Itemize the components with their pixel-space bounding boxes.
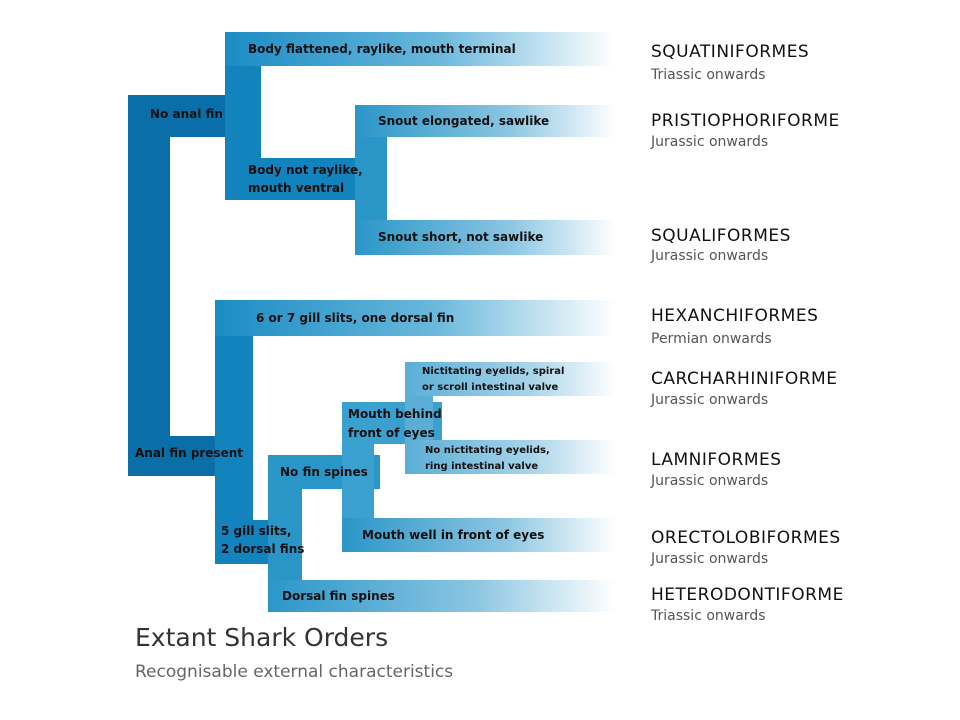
diagram-subtitle: Recognisable external characteristics [135, 662, 454, 682]
order-period-carcharhiniforme: Jurassic onwards [651, 392, 769, 408]
branch-no-nictitating [405, 440, 615, 474]
order-name-pristiophoriforme: PRISTIOPHORIFORME [651, 111, 840, 131]
label-body-flattened: Body flattened, raylike, mouth terminal [248, 42, 516, 56]
label-nictitating-line1: Nictitating eyelids, spiral [422, 366, 565, 377]
order-name-carcharhiniforme: CARCHARHINIFORME [651, 369, 838, 389]
branch-six-seven-gill [215, 300, 615, 336]
label-five-gill-line2: 2 dorsal fins [221, 542, 305, 556]
order-name-lamniformes: LAMNIFORMES [651, 450, 782, 470]
label-no-nictitating-line2: ring intestinal valve [425, 461, 539, 472]
label-mouth-well-in-front: Mouth well in front of eyes [362, 528, 545, 542]
label-snout-elongated: Snout elongated, sawlike [378, 114, 550, 128]
label-anal-fin-present: Anal fin present [135, 446, 244, 460]
label-nictitating-line2: or scroll intestinal valve [422, 382, 559, 393]
order-period-hexanchiformes: Permian onwards [651, 331, 772, 347]
label-no-anal-fin: No anal fin [150, 107, 223, 121]
branch-body-flattened [225, 32, 615, 66]
order-period-squatiniformes: Triassic onwards [651, 67, 766, 83]
branch-nictitating [405, 362, 615, 396]
branch-mouth-well-in-front [342, 518, 615, 552]
label-body-not-raylike-line1: Body not raylike, [248, 163, 363, 177]
order-period-heterodontiforme: Triassic onwards [651, 608, 766, 624]
branch-snout-elongated [355, 105, 615, 137]
order-period-squaliformes: Jurassic onwards [651, 248, 769, 264]
order-name-hexanchiformes: HEXANCHIFORMES [651, 306, 819, 326]
order-period-pristiophoriforme: Jurassic onwards [651, 134, 769, 150]
order-period-lamniformes: Jurassic onwards [651, 473, 769, 489]
label-five-gill-line1: 5 gill slits, [221, 524, 292, 538]
branch-no-anal-fin [128, 95, 238, 137]
order-period-orectolobiformes: Jurassic onwards [651, 551, 769, 567]
label-dorsal-fin-spines: Dorsal fin spines [282, 589, 395, 603]
label-no-fin-spines: No fin spines [280, 465, 368, 479]
branch-root-vertical [128, 95, 170, 475]
diagram-title: Extant Shark Orders [135, 623, 389, 652]
label-snout-short: Snout short, not sawlike [378, 230, 544, 244]
label-mouth-behind-line2: front of eyes [348, 426, 435, 440]
order-name-squaliformes: SQUALIFORMES [651, 226, 791, 246]
label-no-nictitating-line1: No nictitating eyelids, [425, 445, 550, 456]
order-name-orectolobiformes: ORECTOLOBIFORMES [651, 528, 841, 548]
branch-body-not-raylike [225, 158, 375, 200]
label-mouth-behind-line1: Mouth behind [348, 407, 442, 421]
order-name-squatiniformes: SQUATINIFORMES [651, 42, 810, 62]
branch-snout-short [355, 220, 615, 255]
label-body-not-raylike-line2: mouth ventral [248, 181, 345, 195]
label-six-seven-gill: 6 or 7 gill slits, one dorsal fin [256, 311, 455, 325]
branch-dorsal-fin-spines [268, 580, 615, 612]
order-name-heterodontiforme: HETERODONTIFORME [651, 585, 844, 605]
